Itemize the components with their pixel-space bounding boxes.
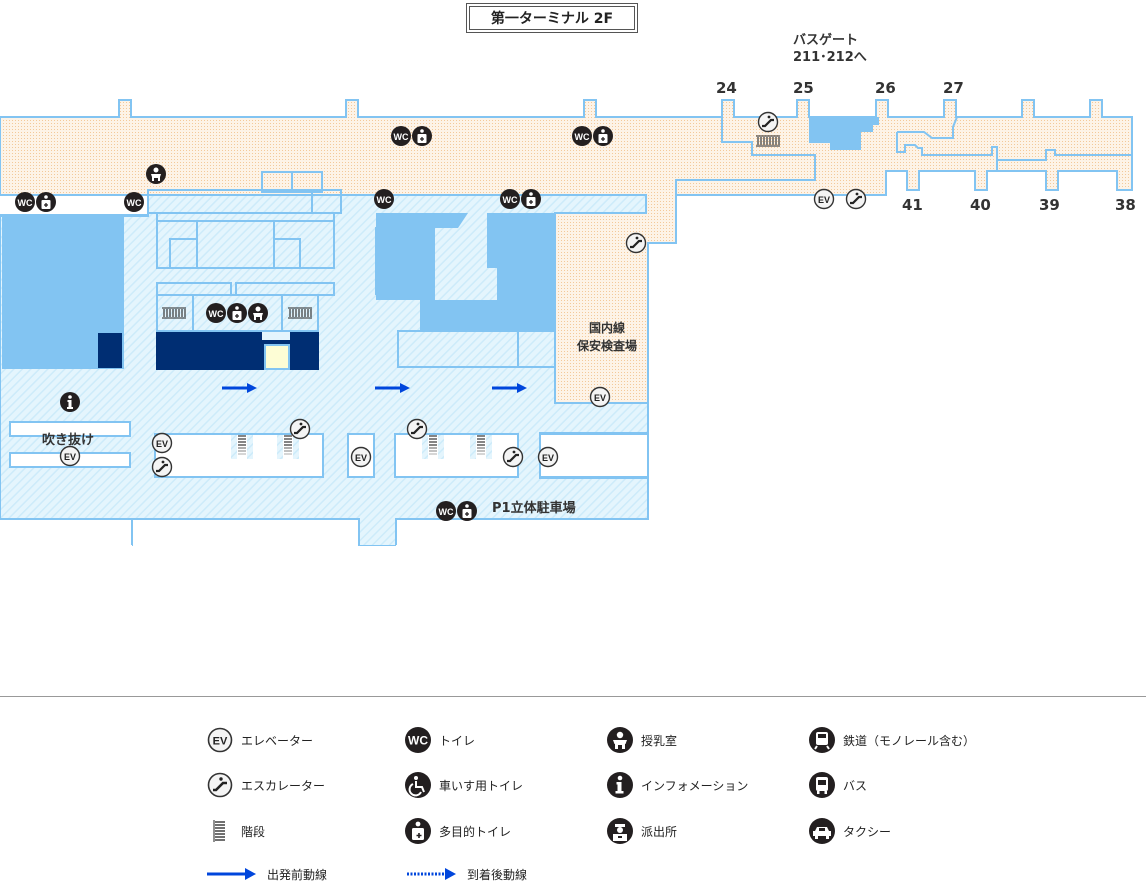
- gate-label[interactable]: 40: [970, 196, 991, 214]
- legend-item-railway: 鉄道（モノレール含む）: [809, 726, 975, 754]
- legend-item-elevator: EV エレベーター: [207, 726, 313, 754]
- gate-label[interactable]: 25: [793, 79, 814, 97]
- toilet-icon[interactable]: [436, 501, 456, 521]
- multipurpose-toilet-icon[interactable]: [35, 191, 57, 213]
- nursing-room-icon[interactable]: [248, 303, 268, 323]
- legend-item-escalator: エスカレーター: [207, 771, 325, 799]
- multipurpose-toilet-icon[interactable]: [456, 500, 478, 522]
- svg-text:WC: WC: [408, 734, 428, 748]
- escalator-icon[interactable]: [151, 456, 173, 478]
- svg-text:EV: EV: [213, 736, 228, 748]
- gate-label[interactable]: 41: [902, 196, 923, 214]
- legend-item-departure-route: 出発前動線: [207, 864, 327, 884]
- legend-item-toilet: WC トイレ: [405, 726, 475, 754]
- legend-item-multipurpose-toilet: 多目的トイレ: [405, 817, 511, 845]
- toilet-icon[interactable]: [15, 192, 35, 212]
- toilet-icon[interactable]: [391, 126, 411, 146]
- bus-icon: [809, 772, 835, 798]
- atrium-label: 吹き抜け: [42, 433, 95, 448]
- floor-title: 第一ターミナル 2F: [466, 3, 638, 33]
- parking-label: P1立体駐車場: [492, 501, 576, 516]
- departure-concourse: [0, 99, 1133, 404]
- central-structure: [147, 171, 556, 368]
- wheelchair-toilet-icon: [405, 772, 431, 798]
- toilet-icon: WC: [405, 727, 431, 753]
- stairs-icon: [207, 818, 233, 844]
- legend-item-arrival-route: 到着後動線: [407, 864, 527, 884]
- elevator-icon[interactable]: [151, 432, 173, 454]
- legend-item-stairs: 階段: [207, 817, 265, 845]
- elevator-icon[interactable]: [813, 188, 835, 210]
- nursing-room-icon: [607, 727, 633, 753]
- information-icon[interactable]: [60, 392, 80, 412]
- multipurpose-toilet-icon[interactable]: [592, 125, 614, 147]
- legend-item-police-box: 派出所: [607, 817, 677, 845]
- dark-block-center: [156, 332, 319, 370]
- arrival-route-arrow-icon: [407, 865, 457, 884]
- escalator-icon: [207, 772, 233, 798]
- stairs-icon: [282, 434, 294, 460]
- toilet-icon[interactable]: [206, 303, 226, 323]
- railway-icon: [809, 727, 835, 753]
- floor-map: WC EV: [0, 99, 1133, 546]
- security-checkpoint-label: 国内線 保安検査場: [577, 321, 638, 353]
- departure-route-arrow-icon: [207, 865, 257, 884]
- elevator-icon[interactable]: [537, 446, 559, 468]
- stairs-icon: [236, 434, 248, 460]
- bus-gate-note: バスゲート 211･212へ: [793, 33, 867, 65]
- toilet-icon[interactable]: [572, 126, 592, 146]
- multipurpose-toilet-icon: [405, 818, 431, 844]
- legend-divider: [0, 696, 1146, 697]
- toilet-icon[interactable]: [374, 189, 394, 209]
- police-box-icon: [607, 818, 633, 844]
- shop-block-gate25: [809, 117, 879, 150]
- taxi-icon: [809, 818, 835, 844]
- elevator-icon[interactable]: [59, 445, 81, 467]
- multipurpose-toilet-icon[interactable]: [520, 188, 542, 210]
- toilet-icon[interactable]: [124, 192, 144, 212]
- shop-block-center: [376, 213, 555, 332]
- escalator-icon[interactable]: [625, 232, 647, 254]
- elevator-icon[interactable]: [350, 446, 372, 468]
- legend-item-bus: バス: [809, 771, 867, 799]
- multipurpose-toilet-icon[interactable]: [411, 125, 433, 147]
- escalator-icon[interactable]: [845, 188, 867, 210]
- dark-block-west: [98, 333, 122, 368]
- multipurpose-toilet-icon[interactable]: [226, 302, 248, 324]
- gate-label[interactable]: 27: [943, 79, 964, 97]
- yellow-block: [264, 344, 290, 370]
- legend-item-information: インフォメーション: [607, 771, 748, 799]
- legend-item-nursing-room: 授乳室: [607, 726, 677, 754]
- toilet-icon[interactable]: [500, 189, 520, 209]
- nursing-room-icon[interactable]: [146, 164, 166, 184]
- elevator-icon: EV: [207, 727, 233, 753]
- gate-lounge-walls: [675, 116, 1131, 195]
- information-icon: [607, 772, 633, 798]
- escalator-icon[interactable]: [502, 446, 524, 468]
- gate-label[interactable]: 39: [1039, 196, 1060, 214]
- gate-label[interactable]: 38: [1115, 196, 1136, 214]
- elevator-icon[interactable]: [589, 386, 611, 408]
- escalator-icon[interactable]: [757, 111, 779, 133]
- escalator-icon[interactable]: [406, 418, 428, 440]
- gate-label[interactable]: 24: [716, 79, 737, 97]
- stairs-icon: [427, 434, 439, 460]
- legend-item-taxi: タクシー: [809, 817, 891, 845]
- legend-item-wheelchair-toilet: 車いす用トイレ: [405, 771, 523, 799]
- escalator-icon[interactable]: [289, 418, 311, 440]
- stairs-icon: [475, 434, 487, 460]
- gate-label[interactable]: 26: [875, 79, 896, 97]
